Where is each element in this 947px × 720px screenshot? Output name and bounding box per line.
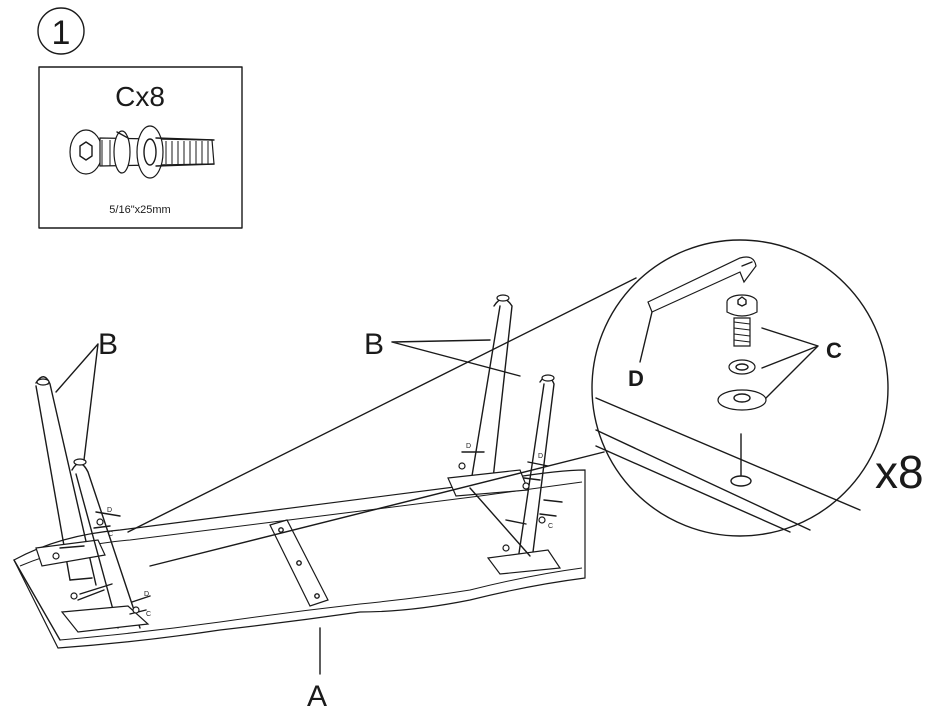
step-number: 1 (52, 14, 71, 52)
detail-multiplier: x8 (875, 446, 924, 498)
tiny-label-d-2: D (144, 591, 149, 598)
tiny-label-d-3: D (466, 443, 471, 450)
small-fastener-markers: D C D C D D C (52, 443, 563, 618)
parts-quantity: Cx8 (115, 81, 165, 112)
tiny-label-c-3: C (548, 523, 553, 530)
tabletop-a (13, 469, 586, 649)
detail-circle: D C (591, 239, 889, 537)
hairpin-leg-left-front (60, 458, 150, 633)
tiny-label-d-1: D (107, 507, 112, 514)
tiny-label-d-4: D (538, 453, 543, 460)
lock-washer-icon (728, 359, 756, 375)
label-hex-key: D (628, 366, 644, 391)
label-legs-right: B (364, 328, 384, 361)
bolt-icon (726, 294, 758, 347)
bolt-size: 5/16"x25mm (109, 204, 170, 216)
step-badge: 1 (37, 7, 85, 55)
label-tabletop: A (307, 680, 327, 713)
label-bolt: C (826, 338, 842, 363)
hairpin-leg-left-back (35, 376, 106, 586)
tiny-label-c-2: C (146, 611, 151, 618)
hex-key-icon (647, 256, 757, 313)
parts-box: Cx8 5/16"x25mm (38, 66, 243, 229)
tiny-label-c-1: C (108, 531, 113, 538)
label-legs-left: B (98, 328, 118, 361)
flat-washer-icon (717, 389, 767, 411)
bolt-with-washers-icon (69, 125, 215, 179)
hairpin-leg-right-front (469, 374, 562, 575)
